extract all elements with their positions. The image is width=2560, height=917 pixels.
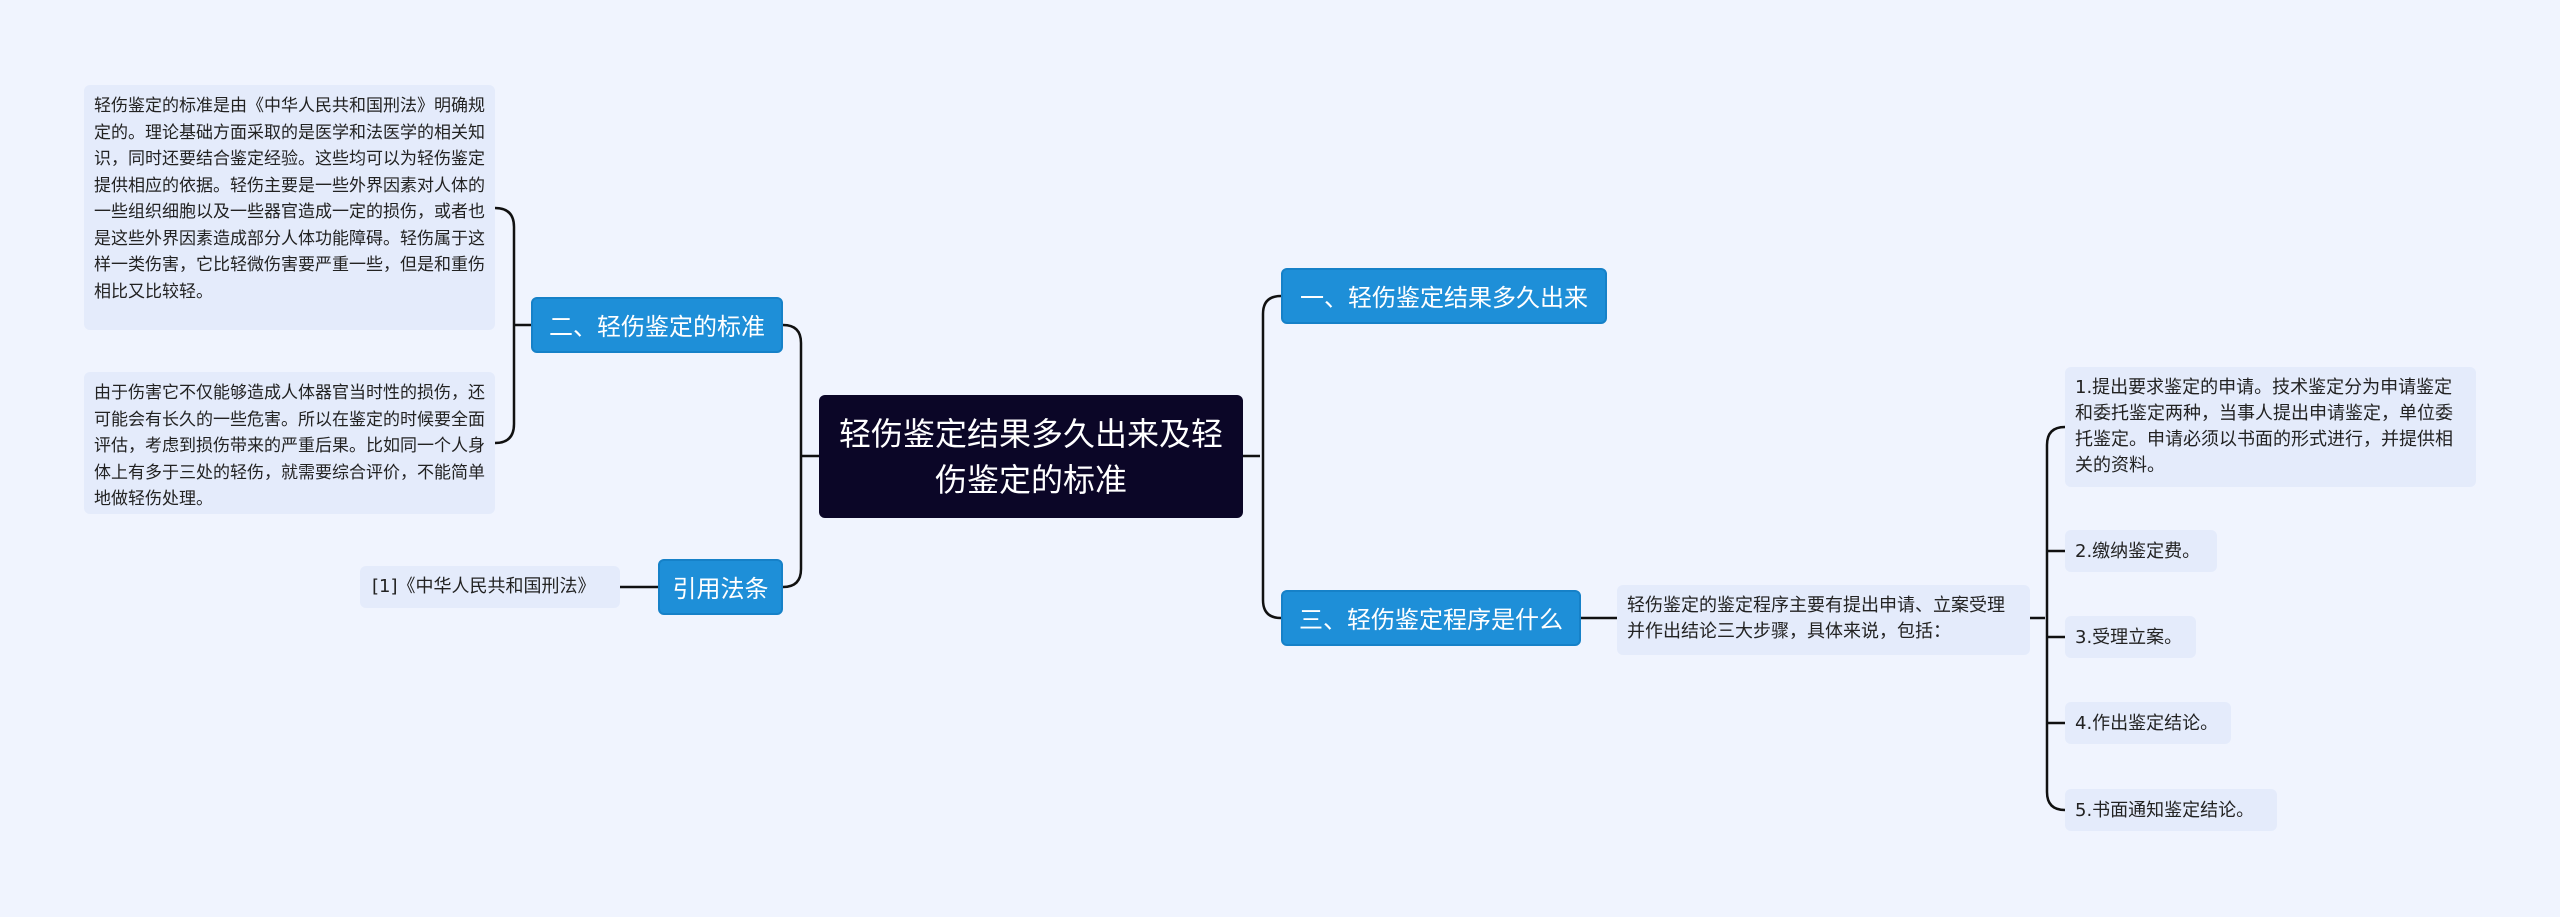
branch-law-reference[interactable]: 引用法条 <box>658 559 783 615</box>
connector-b2-trunk <box>494 206 516 445</box>
branch-standard[interactable]: 二、轻伤鉴定的标准 <box>531 297 783 353</box>
branch-procedure-label: 三、轻伤鉴定程序是什么 <box>1299 606 1563 634</box>
leaf-step-1[interactable]: 1.提出要求鉴定的申请。技术鉴定分为申请鉴定和委托鉴定两种，当事人提出申请鉴定，… <box>2065 367 2476 487</box>
branch-procedure[interactable]: 三、轻伤鉴定程序是什么 <box>1281 590 1581 646</box>
branch-standard-label: 二、轻伤鉴定的标准 <box>549 313 765 341</box>
leaf-step-3[interactable]: 3.受理立案。 <box>2065 616 2196 658</box>
leaf-standard-detail-2-text: 由于伤害它不仅能够造成人体器官当时性的损伤，还可能会有长久的一些危害。所以在鉴定… <box>94 383 485 509</box>
connector-left-trunk <box>782 323 803 589</box>
leaf-step-2[interactable]: 2.缴纳鉴定费。 <box>2065 530 2217 572</box>
leaf-law-reference[interactable]: [1]《中华人民共和国刑法》 <box>360 566 620 608</box>
leaf-step-5-text: 5.书面通知鉴定结论。 <box>2075 800 2255 821</box>
leaf-step-1-text: 1.提出要求鉴定的申请。技术鉴定分为申请鉴定和委托鉴定两种，当事人提出申请鉴定，… <box>2075 377 2453 476</box>
leaf-standard-detail-1-text: 轻伤鉴定的标准是由《中华人民共和国刑法》明确规定的。理论基础方面采取的是医学和法… <box>94 96 485 302</box>
leaf-standard-detail-2[interactable]: 由于伤害它不仅能够造成人体器官当时性的损伤，还可能会有长久的一些危害。所以在鉴定… <box>84 372 495 514</box>
leaf-step-5[interactable]: 5.书面通知鉴定结论。 <box>2065 789 2277 831</box>
leaf-step-2-text: 2.缴纳鉴定费。 <box>2075 541 2201 562</box>
leaf-step-3-text: 3.受理立案。 <box>2075 627 2183 648</box>
branch-law-reference-label: 引用法条 <box>672 575 769 603</box>
root-topic-title: 轻伤鉴定结果多久出来及轻伤鉴定的标准 <box>839 414 1224 499</box>
leaf-procedure-intro[interactable]: 轻伤鉴定的鉴定程序主要有提出申请、立案受理并作出结论三大步骤，具体来说，包括： <box>1617 585 2030 655</box>
connector-right-trunk <box>1261 294 1282 620</box>
leaf-law-reference-text: [1]《中华人民共和国刑法》 <box>372 576 596 597</box>
leaf-step-4[interactable]: 4.作出鉴定结论。 <box>2065 702 2231 744</box>
root-topic[interactable]: 轻伤鉴定结果多久出来及轻伤鉴定的标准 <box>819 395 1243 518</box>
leaf-step-4-text: 4.作出鉴定结论。 <box>2075 713 2219 734</box>
branch-result-timing[interactable]: 一、轻伤鉴定结果多久出来 <box>1281 268 1607 324</box>
branch-result-timing-label: 一、轻伤鉴定结果多久出来 <box>1300 284 1588 312</box>
leaf-procedure-intro-text: 轻伤鉴定的鉴定程序主要有提出申请、立案受理并作出结论三大步骤，具体来说，包括： <box>1627 595 2005 642</box>
leaf-standard-detail-1[interactable]: 轻伤鉴定的标准是由《中华人民共和国刑法》明确规定的。理论基础方面采取的是医学和法… <box>84 85 495 330</box>
connector-steps-trunk <box>2045 425 2066 812</box>
